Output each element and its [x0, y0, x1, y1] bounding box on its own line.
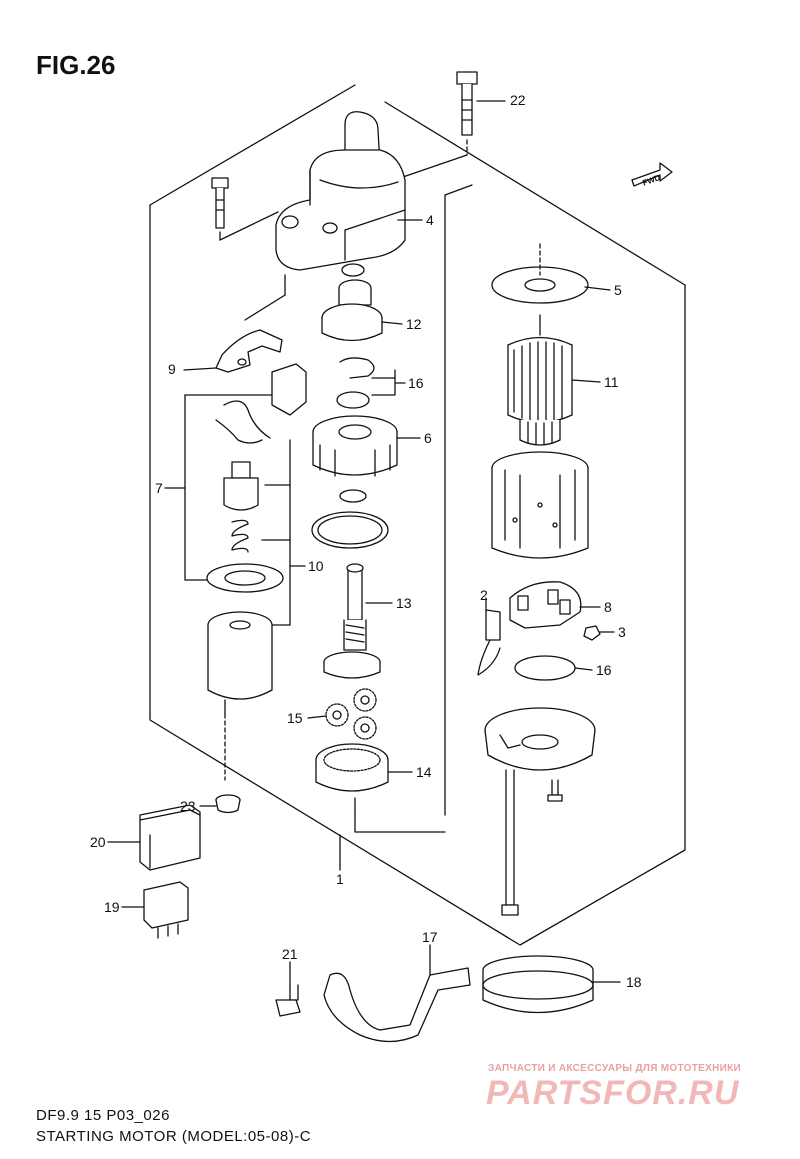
plate-part-5: [491, 243, 589, 304]
callout-16-lower: 16: [596, 662, 612, 678]
gasket-ring: [311, 511, 389, 549]
callout-12: 12: [406, 316, 422, 332]
callout-20: 20: [90, 834, 106, 850]
figure-title: FIG.26: [36, 50, 116, 80]
assembly-leader: [354, 814, 446, 833]
bracket-part-7: [184, 394, 211, 581]
callout-3: 3: [618, 624, 626, 640]
nut-part-3: [583, 625, 601, 641]
pinion-gear-part-12: [321, 279, 383, 342]
terminal-lead-part-2: [477, 609, 501, 676]
figure-code: DF9.9 15 P03_026: [36, 1107, 170, 1124]
bracket-part-10: [264, 439, 291, 626]
small-bolt: [211, 177, 279, 241]
bolt-part-21: [275, 984, 301, 1017]
brush-holder-assembly-part-7: [215, 363, 307, 553]
watermark-brand: PARTSFOR.RU: [486, 1074, 740, 1112]
bolt-part-22: [399, 71, 478, 179]
fwd-arrow-icon: [631, 162, 673, 187]
callout-17: 17: [422, 929, 438, 945]
callout-1: 1: [336, 871, 344, 887]
drive-shaft-part-13: [323, 563, 381, 679]
callout-2: 2: [480, 587, 488, 603]
assembly-outline: [149, 84, 686, 946]
callout-19: 19: [104, 899, 120, 915]
figure-caption: STARTING MOTOR (MODEL:05-08)-C: [36, 1128, 312, 1145]
callout-18: 18: [626, 974, 642, 990]
brush-plate-part-8: [509, 581, 582, 629]
callout-21: 21: [282, 946, 298, 962]
end-housing-part-4: [244, 111, 406, 321]
plate-part-16: [514, 655, 576, 681]
planet-gears-part-15: [325, 688, 377, 740]
bracket-part-17: [323, 967, 471, 1043]
field-housing: [491, 451, 589, 559]
washer: [341, 263, 365, 277]
callout-14: 14: [416, 764, 432, 780]
callout-8: 8: [604, 599, 612, 615]
washer: [339, 489, 367, 503]
callout-labels: 22 4 5 12 9 16 11 6 7 10 2 13 8 3 16 15 …: [90, 92, 662, 990]
callout-15: 15: [287, 710, 303, 726]
callout-leaders: [107, 100, 621, 986]
internal-ring-gear-part-14: [315, 743, 389, 792]
band-part-18: [482, 955, 594, 1014]
callout-22: 22: [510, 92, 526, 108]
motor-yoke: [207, 611, 273, 781]
relay-part-19: [143, 881, 189, 939]
callout-23: 23: [180, 798, 196, 814]
end-cover: [484, 707, 596, 771]
callout-10: 10: [308, 558, 324, 574]
callout-4: 4: [426, 212, 434, 228]
armature-part-11: [507, 314, 573, 446]
snap-ring-part-16: [336, 357, 375, 409]
callout-13: 13: [396, 595, 412, 611]
through-bolt: [501, 769, 519, 916]
grommet-part-23: [215, 794, 241, 814]
callout-16-upper: 16: [408, 375, 424, 391]
callout-9: 9: [168, 361, 176, 377]
callout-7: 7: [155, 480, 163, 496]
callout-5: 5: [614, 282, 622, 298]
callout-11: 11: [604, 374, 619, 390]
gear-housing-part-6: [312, 415, 398, 477]
watermark-tagline: ЗАПЧАСТИ И АКСЕССУАРЫ ДЛЯ МОТОТЕХНИКИ: [488, 1063, 741, 1074]
gasket-part-10: [206, 563, 284, 593]
relay-part-20: [139, 804, 201, 871]
screw: [547, 779, 563, 802]
lever-part-9: [215, 329, 283, 373]
callout-6: 6: [424, 430, 432, 446]
